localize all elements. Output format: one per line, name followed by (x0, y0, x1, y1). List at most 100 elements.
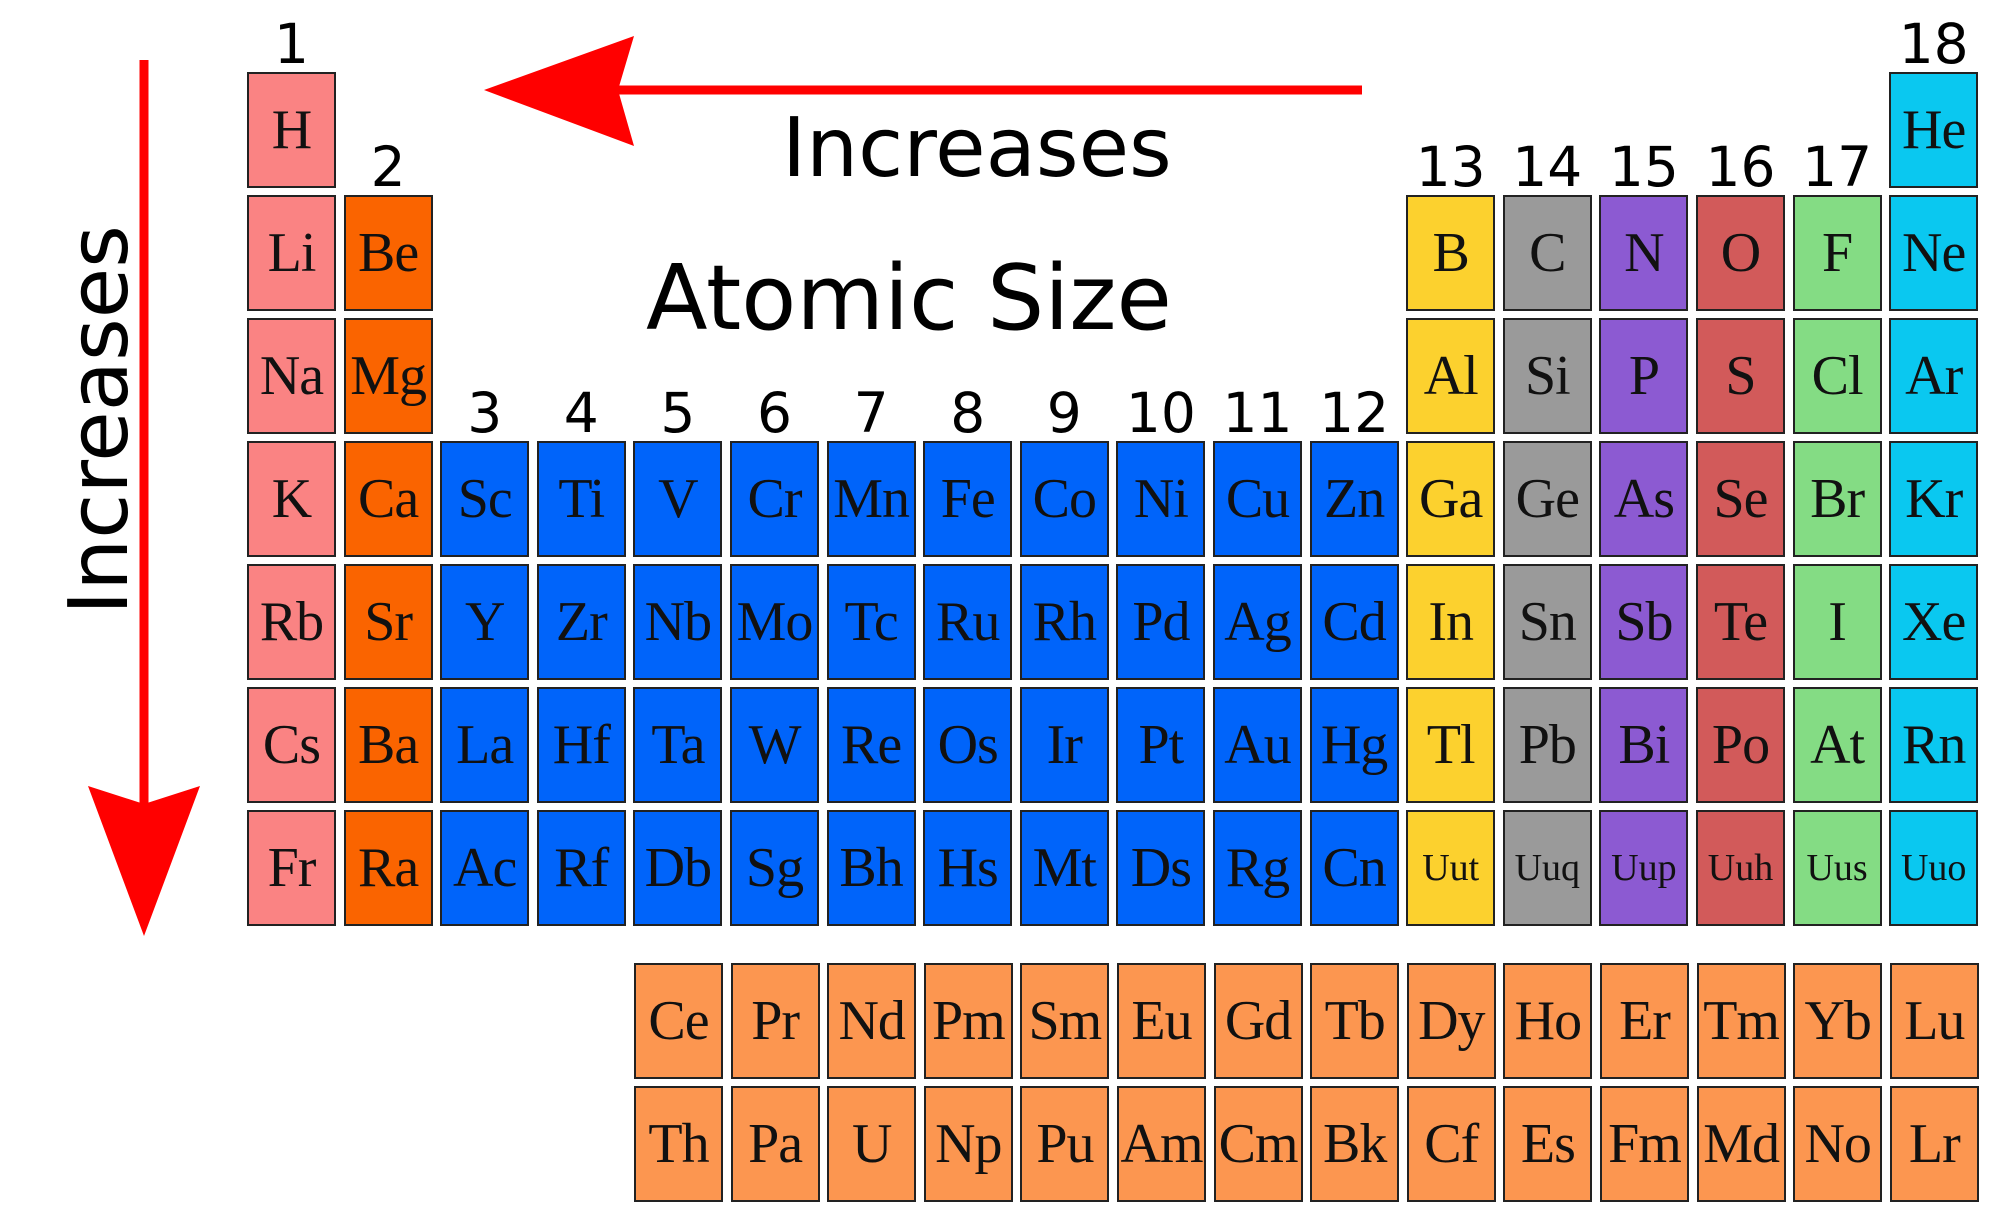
element-cell-pt: Pt (1116, 687, 1206, 803)
element-cell-cn: Cn (1309, 810, 1399, 926)
element-cell-pd: Pd (1116, 564, 1206, 680)
element-cell-cr: Cr (730, 441, 819, 557)
element-cell-no: No (1793, 1086, 1883, 1202)
element-cell-rn: Rn (1889, 687, 1979, 803)
group-number-3: 3 (467, 381, 503, 445)
element-cell-cf: Cf (1406, 1086, 1496, 1202)
element-cell-th: Th (634, 1086, 723, 1202)
element-cell-ru: Ru (923, 564, 1013, 680)
element-cell-dy: Dy (1406, 963, 1496, 1079)
element-cell-at: At (1792, 687, 1882, 803)
element-cell-cs: Cs (247, 687, 336, 803)
element-cell-br: Br (1792, 441, 1882, 557)
element-cell-zn: Zn (1309, 441, 1399, 557)
group-number-17: 17 (1802, 135, 1873, 199)
element-cell-la: La (440, 687, 530, 803)
element-cell-am: Am (1117, 1086, 1206, 1202)
group-number-10: 10 (1125, 381, 1196, 445)
group-number-15: 15 (1608, 135, 1679, 199)
element-cell-kr: Kr (1889, 441, 1979, 557)
element-cell-sm: Sm (1020, 963, 1110, 1079)
element-cell-co: Co (1019, 441, 1109, 557)
element-cell-cl: Cl (1792, 318, 1882, 434)
element-cell-os: Os (923, 687, 1013, 803)
element-cell-tc: Tc (826, 564, 916, 680)
element-cell-bh: Bh (826, 810, 916, 926)
element-cell-si: Si (1502, 318, 1592, 434)
element-cell-nb: Nb (633, 564, 723, 680)
element-cell-sn: Sn (1502, 564, 1592, 680)
element-cell-re: Re (826, 687, 916, 803)
element-cell-sr: Sr (343, 564, 433, 680)
element-cell-te: Te (1696, 564, 1785, 680)
element-cell-al: Al (1406, 318, 1496, 434)
element-cell-f: F (1792, 195, 1882, 311)
element-cell-pm: Pm (923, 963, 1013, 1079)
element-cell-ag: Ag (1213, 564, 1302, 680)
element-cell-fe: Fe (923, 441, 1013, 557)
element-cell-au: Au (1213, 687, 1302, 803)
element-cell-tl: Tl (1406, 687, 1496, 803)
group-number-18: 18 (1898, 12, 1969, 76)
element-cell-li: Li (247, 195, 336, 311)
element-cell-ce: Ce (634, 963, 723, 1079)
group-number-16: 16 (1705, 135, 1776, 199)
left-arrow-head (484, 36, 634, 146)
element-cell-in: In (1406, 564, 1496, 680)
element-cell-v: V (633, 441, 723, 557)
group-number-13: 13 (1415, 135, 1486, 199)
element-cell-mt: Mt (1019, 810, 1109, 926)
element-cell-zr: Zr (536, 564, 626, 680)
element-cell-rb: Rb (247, 564, 336, 680)
element-cell-hs: Hs (923, 810, 1013, 926)
element-cell-np: Np (923, 1086, 1013, 1202)
group-number-6: 6 (757, 381, 792, 445)
element-cell-rf: Rf (536, 810, 626, 926)
element-cell-rg: Rg (1213, 810, 1302, 926)
element-cell-ir: Ir (1019, 687, 1109, 803)
element-cell-uup: Uup (1599, 810, 1689, 926)
element-cell-pa: Pa (730, 1086, 820, 1202)
element-cell-s: S (1696, 318, 1785, 434)
element-cell-ta: Ta (633, 687, 723, 803)
element-cell-p: P (1599, 318, 1689, 434)
element-cell-ca: Ca (343, 441, 433, 557)
element-cell-h: H (247, 72, 336, 188)
element-cell-sb: Sb (1599, 564, 1689, 680)
element-cell-mn: Mn (826, 441, 916, 557)
down-arrow-head (88, 786, 200, 936)
element-cell-fm: Fm (1600, 1086, 1689, 1202)
element-cell-ti: Ti (536, 441, 626, 557)
element-cell-cm: Cm (1213, 1086, 1303, 1202)
element-cell-w: W (730, 687, 819, 803)
element-cell-bi: Bi (1599, 687, 1689, 803)
group-number-11: 11 (1222, 381, 1293, 445)
element-cell-y: Y (440, 564, 530, 680)
group-number-4: 4 (563, 381, 599, 445)
group-number-14: 14 (1512, 135, 1583, 199)
element-cell-uus: Uus (1792, 810, 1882, 926)
element-cell-tm: Tm (1696, 963, 1786, 1079)
element-cell-na: Na (247, 318, 336, 434)
element-cell-nd: Nd (827, 963, 917, 1079)
element-cell-n: N (1599, 195, 1689, 311)
element-cell-ds: Ds (1116, 810, 1206, 926)
group-number-7: 7 (853, 381, 889, 445)
element-cell-xe: Xe (1889, 564, 1979, 680)
element-cell-gd: Gd (1213, 963, 1303, 1079)
element-cell-es: Es (1503, 1086, 1593, 1202)
element-cell-hf: Hf (536, 687, 626, 803)
element-cell-mg: Mg (343, 318, 433, 434)
element-cell-md: Md (1696, 1086, 1786, 1202)
down-group-label: Increases (52, 225, 147, 615)
diagram-title: Atomic Size (646, 246, 1172, 351)
group-number-1: 1 (274, 12, 309, 76)
group-number-9: 9 (1046, 381, 1082, 445)
element-cell-i: I (1792, 564, 1882, 680)
element-cell-ac: Ac (440, 810, 530, 926)
element-cell-b: B (1406, 195, 1496, 311)
element-cell-lr: Lr (1889, 1086, 1979, 1202)
element-cell-ni: Ni (1116, 441, 1206, 557)
